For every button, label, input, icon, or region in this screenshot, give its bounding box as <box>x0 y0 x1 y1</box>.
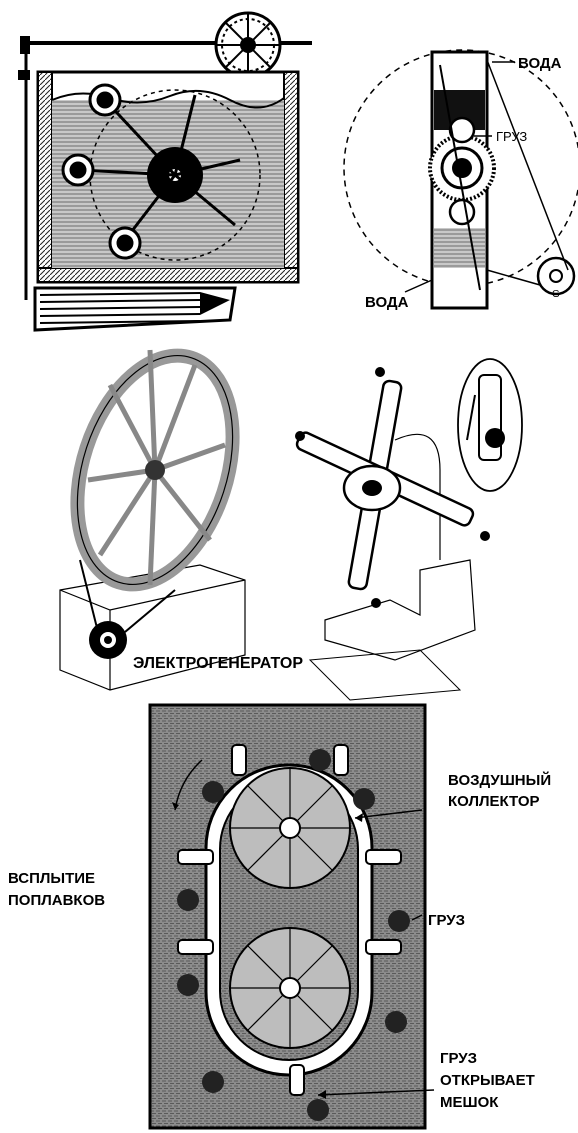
label-floats-2: ПОПЛАВКОВ <box>8 892 105 909</box>
dial-wheel <box>214 11 282 79</box>
weight-ball-top <box>448 116 476 144</box>
panel-cylinder-cross <box>295 358 523 701</box>
label-weight-top: ГРУЗ <box>496 129 527 144</box>
wheel-upper <box>229 767 351 889</box>
label-air-collector-2: КОЛЛЕКТОР <box>448 793 540 810</box>
label-generator: ЭЛЕКТРОГЕНЕРАТОР <box>133 655 303 672</box>
weights <box>177 749 410 1121</box>
label-pulley: G <box>552 289 560 300</box>
wheel-lower <box>229 927 351 1049</box>
label-opens-3: МЕШОК <box>440 1094 499 1111</box>
label-opens-1: ГРУЗ <box>440 1050 477 1067</box>
label-floats-1: ВСПЛЫТИЕ <box>8 870 95 887</box>
label-opens-2: ОТКРЫВАЕТ <box>440 1072 535 1089</box>
panel-water-wheel-tank <box>18 11 312 332</box>
weight-ball-bottom <box>448 198 476 226</box>
rotation-path <box>343 49 578 287</box>
label-weight-bottom: ГРУЗ <box>428 912 465 929</box>
panel-vertical-belt: ВОДА ГРУЗ ВОДА G <box>343 49 578 311</box>
label-air-collector-1: ВОЗДУШНЫЙ <box>448 771 551 789</box>
panel-flywheel-generator: ЭЛЕКТРОГЕНЕРАТОР <box>59 348 303 691</box>
inset-cylinder <box>457 358 523 492</box>
flywheel-spokes <box>87 349 226 586</box>
panel-float-tank: ВОЗДУШНЫЙ КОЛЛЕКТОР ВСПЛЫТИЕ ПОПЛАВКОВ Г… <box>8 703 551 1130</box>
rod-bracket <box>20 36 30 54</box>
bellows <box>33 286 237 332</box>
belt-right <box>124 589 176 633</box>
support-block <box>324 559 476 661</box>
floats <box>177 744 402 1096</box>
belt-left <box>79 559 99 633</box>
label-water-bottom: ВОДА <box>365 294 409 311</box>
label-water-top: ВОДА <box>518 55 562 72</box>
buckets <box>61 83 142 260</box>
